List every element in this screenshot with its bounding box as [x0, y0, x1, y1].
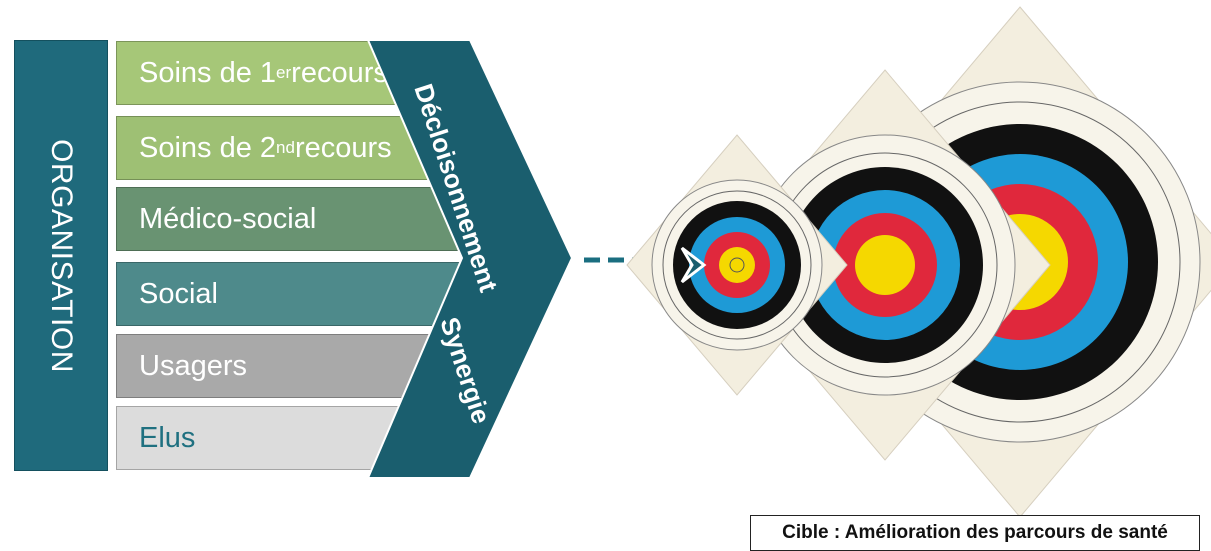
target-medium [719, 69, 1051, 461]
row-sup: er [276, 63, 292, 82]
target-small [626, 134, 848, 396]
row-medico-social: Médico-social [116, 187, 461, 251]
row-usagers: Usagers [116, 334, 441, 398]
row-label-rest: recours [291, 56, 388, 89]
organisation-panel: ORGANISATION [14, 40, 108, 471]
row-elus: Elus [116, 406, 416, 470]
row-label: Elus [139, 421, 196, 454]
chevron-shape [366, 39, 574, 479]
row-label-rest: recours [294, 131, 392, 164]
row-label: Médico-social [139, 202, 317, 235]
row-label: Soins de 2 [139, 131, 277, 164]
row-label: Social [139, 277, 218, 310]
row-social: Social [116, 262, 461, 326]
target-caption: Cible : Amélioration des parcours de san… [750, 515, 1200, 551]
row-label: Usagers [139, 349, 247, 382]
row-sup: nd [276, 138, 295, 157]
arrow-head-icon [680, 246, 707, 284]
archery-targets-image [626, 6, 1211, 515]
row-label: Soins de 1 [139, 56, 277, 89]
